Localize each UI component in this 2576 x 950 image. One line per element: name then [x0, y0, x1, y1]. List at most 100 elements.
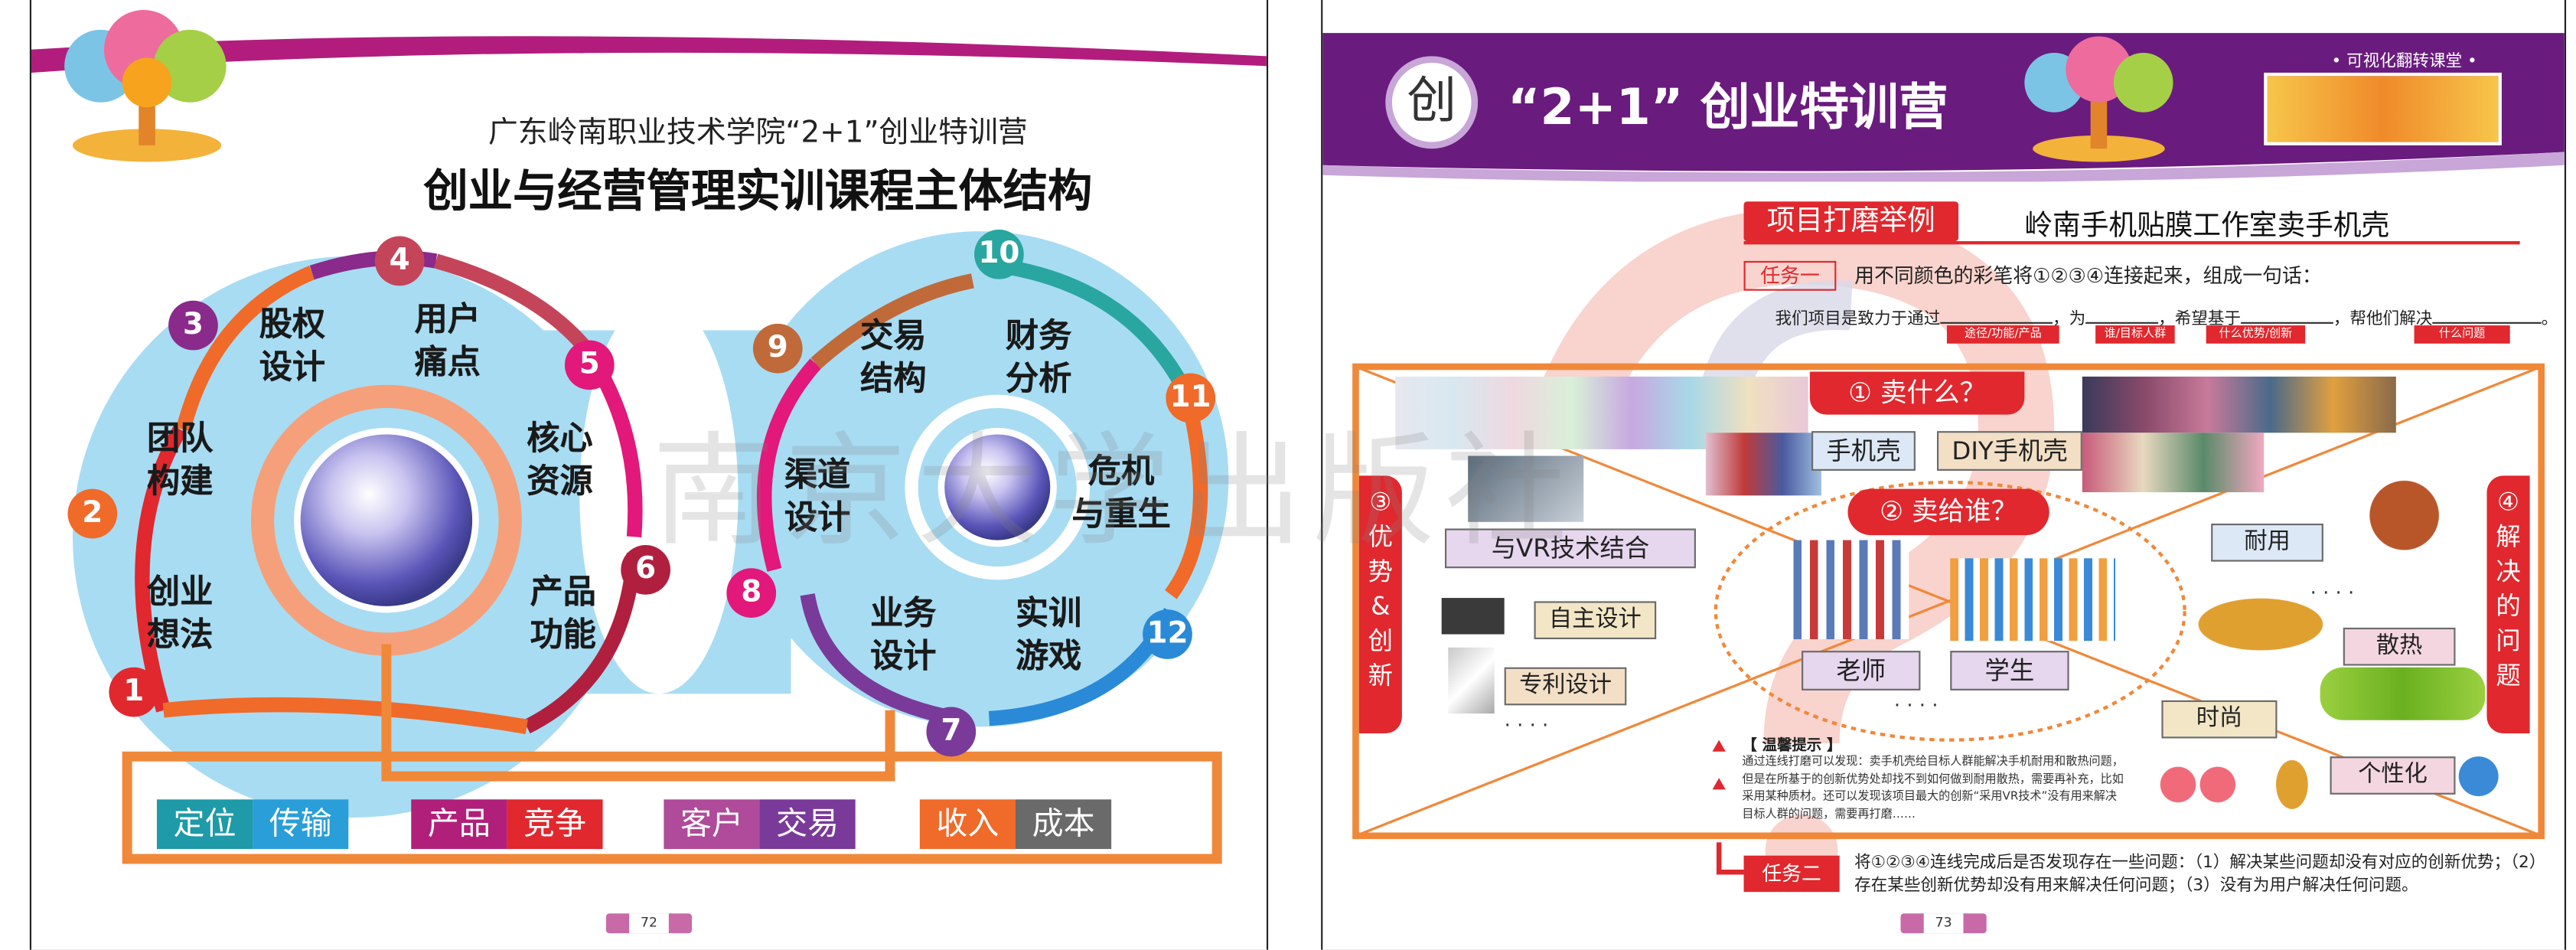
hint-1: 途径/功能/产品	[1946, 325, 2059, 344]
problem-heat: 散热	[2343, 627, 2456, 666]
segment-label-3: 股权 设计	[259, 304, 326, 387]
task1-label: 任务一	[1743, 260, 1837, 291]
number-badge-12: 12	[1143, 609, 1192, 659]
badge-circle	[1385, 56, 1479, 149]
number-badge-11: 11	[1166, 373, 1216, 423]
question-who: ② 卖给谁？	[1847, 488, 2049, 536]
advantage-ellipsis: · · · ·	[1504, 713, 1549, 737]
case-image	[1448, 647, 1495, 714]
number-badge-4: 4	[374, 236, 425, 286]
segment-label-1: 创业 想法	[147, 571, 214, 655]
tip-title: 【 温馨提示 】	[1742, 738, 1842, 756]
question-advantages: ③ 优 势 & 创 新	[1358, 475, 1402, 734]
advantage-self-design: 自主设计	[1534, 601, 1657, 640]
task2-text: 将①②③④连线完成后是否发现存在一些问题：（1）解决某些问题却没有对应的创新优势…	[1854, 854, 2538, 896]
task2-label: 任务二	[1743, 855, 1840, 893]
flamingo-image	[2148, 746, 2248, 823]
segment-label-9: 交易 结构	[860, 315, 927, 399]
phone-case-images-right	[2082, 376, 2396, 433]
pair-product: 产品 竞争	[411, 799, 603, 850]
sell-item-phone-case: 手机壳	[1811, 431, 1916, 471]
segment-label-4: 用户 痛点	[414, 299, 481, 382]
question-what-to-sell: ① 卖什么？	[1809, 371, 2025, 415]
cheetah-image	[2181, 591, 2340, 658]
project-name: 岭南手机贴膜工作室卖手机壳	[2024, 210, 2390, 243]
title-underline	[1743, 241, 2520, 245]
tree-logo	[64, 9, 227, 162]
structure-diagram	[72, 231, 1229, 864]
number-badge-10: 10	[974, 229, 1024, 279]
number-badge-8: 8	[726, 568, 777, 618]
pair-a: 客户	[664, 799, 760, 850]
sentence-part-2: ，为	[2053, 310, 2086, 329]
segment-label-11: 危机 与重生	[1071, 451, 1171, 534]
pair-customer: 客户 交易	[664, 799, 856, 850]
header-swoosh	[31, 0, 1267, 73]
course-image	[2264, 72, 2502, 145]
sentence-part-1: 我们项目是致力于通过	[1775, 310, 1941, 329]
pair-b: 传输	[253, 799, 349, 850]
segment-label-12: 实训 游戏	[1015, 593, 1082, 676]
watermark: 南京大学出版社	[652, 421, 1577, 563]
pair-positioning: 定位 传输	[156, 799, 349, 850]
problem-durable: 耐用	[2211, 523, 2323, 562]
sentence-part-5: 。	[2541, 310, 2558, 329]
number-badge-7: 7	[926, 707, 977, 757]
printer-image	[1441, 598, 1505, 635]
pair-a: 定位	[156, 799, 253, 850]
hint-3: 什么优势/创新	[2206, 325, 2306, 344]
phone-case-images-mid	[1705, 433, 1821, 496]
pair-a: 产品	[411, 799, 507, 850]
advantage-patent: 专利设计	[1504, 667, 1627, 706]
number-badge-2: 2	[67, 488, 118, 539]
segment-label-6: 产品 功能	[530, 571, 596, 655]
teacher-figures	[1793, 540, 1909, 640]
camp-title: “2+1” 创业特训营	[1507, 79, 1948, 138]
sell-item-diy-case: DIY手机壳	[1936, 431, 2083, 471]
school-title: 广东岭南职业技术学院“2+1”创业特训营	[487, 116, 1028, 151]
page-number-left: 72	[629, 913, 669, 934]
number-badge-6: 6	[621, 545, 671, 595]
left-page: 广东岭南职业技术学院“2+1”创业特训营 创业与经营管理实训课程主体结构	[29, 0, 1269, 950]
main-title: 创业与经营管理实训课程主体结构	[423, 166, 1093, 218]
segment-label-2: 团队 构建	[147, 417, 214, 501]
number-badge-3: 3	[168, 300, 218, 351]
pair-b: 竞争	[507, 799, 603, 850]
task1-text: 用不同颜色的彩笔将①②③④连接起来，组成一句话：	[1854, 264, 2322, 288]
pair-income: 收入 成本	[919, 799, 1112, 850]
number-badge-9: 9	[752, 323, 803, 374]
pair-a: 收入	[919, 799, 1016, 850]
sentence-part-4: ，帮他们解决	[2333, 310, 2433, 329]
badge-char: 创	[1407, 72, 1457, 131]
purple-header	[1322, 33, 2565, 182]
audience-student: 学生	[1950, 651, 2069, 690]
question-problems: ④ 解 决 的 问 题	[2486, 475, 2530, 734]
pair-b: 交易	[759, 799, 856, 850]
tree-logo-right	[2024, 36, 2173, 162]
ox-image	[2346, 465, 2463, 565]
segment-label-5: 核心 资源	[527, 417, 593, 501]
section-tag: 项目打磨举例	[1743, 201, 1959, 242]
hint-2: 谁/目标人群	[2095, 325, 2175, 344]
phone-case-images-right2	[2082, 433, 2265, 492]
fill-sentence: 我们项目是致力于通过 ，为 ，希望基于 ，帮他们解决 。	[1775, 304, 2558, 329]
giraffe-image	[2267, 746, 2317, 823]
fashion-text-image	[2320, 667, 2486, 720]
pair-b: 成本	[1016, 799, 1112, 850]
audience-ellipsis: · · · ·	[1893, 694, 1939, 717]
segment-label-10: 财务 分析	[1006, 315, 1072, 399]
segment-label-8: 渠道 设计	[784, 454, 851, 537]
page-number-right: 73	[1923, 913, 1964, 934]
student-figures	[1950, 558, 2116, 641]
number-badge-1: 1	[109, 667, 159, 717]
sentence-part-3: ，希望基于	[2158, 310, 2241, 329]
number-badge-5: 5	[564, 340, 615, 390]
problem-personalized: 个性化	[2330, 756, 2456, 795]
dragon-image	[2445, 743, 2512, 810]
problem-fashion: 时尚	[2161, 700, 2278, 739]
segment-label-7: 业务 设计	[870, 593, 937, 676]
hint-4: 什么问题	[2414, 325, 2510, 344]
tip-text: 通过连线打磨可以发现：卖手机壳给目标人群能解决手机耐用和散热问题，但是在所基于的…	[1742, 755, 2124, 821]
audience-teacher: 老师	[1802, 651, 1921, 690]
advantage-vr: 与VR技术结合	[1444, 528, 1696, 569]
